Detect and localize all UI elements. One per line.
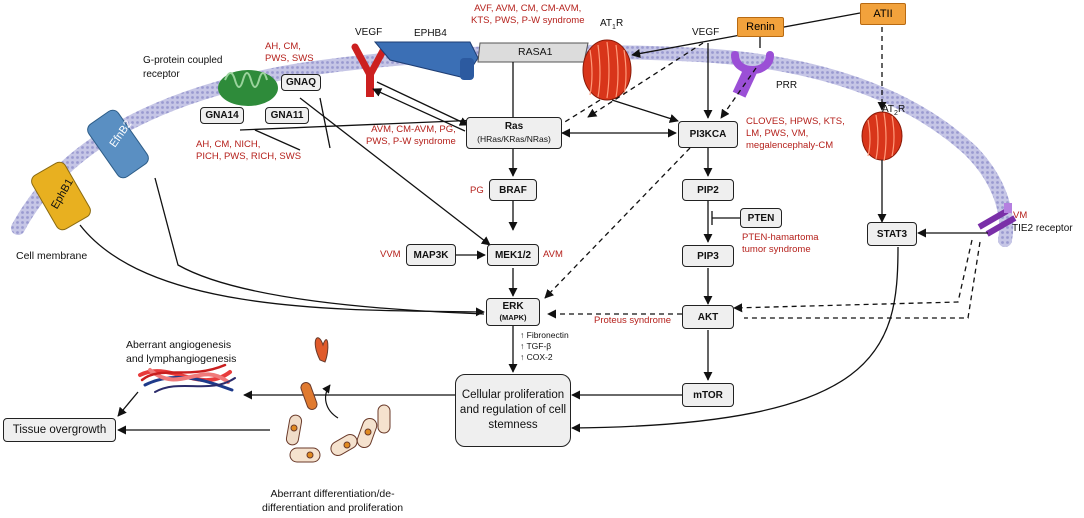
erk-node: ERK (MAPK) (486, 298, 540, 326)
cell-lineage-shapes (285, 337, 391, 463)
gna14-node: GNA14 (200, 107, 244, 124)
at1r-label: AT1R (600, 18, 624, 31)
at2r-receptor (861, 111, 903, 161)
cellular-line-1: Cellular proliferation (461, 389, 565, 401)
angiogenesis-label: Aberrant angiogenesis and lymphangiogene… (126, 339, 237, 365)
gpcr-shape (218, 70, 278, 106)
map3k-diseases: VVM (380, 249, 401, 260)
pi3kca-node: PI3KCA (678, 121, 738, 148)
tissue-overgrowth-node: Tissue overgrowth (3, 418, 116, 442)
vegf-left-label: VEGF (355, 27, 383, 38)
ephb1-receptor (31, 161, 91, 231)
rasa1-label: RASA1 (518, 46, 553, 58)
ephb4-diseases: AVF, AVM, CM, CM-AVM,KTS, PWS, P-W syndr… (471, 3, 585, 26)
vegf-left-shape (351, 43, 389, 97)
gnaq-diseases: AH, CM,PWS, SWS (265, 41, 314, 64)
erk-targets: ↑ Fibronectin ↑ TGF-β ↑ COX-2 (520, 330, 569, 362)
fibronectin-label: Fibronectin (526, 330, 569, 340)
cell-membrane-label: Cell membrane (16, 250, 88, 262)
prr-receptor (731, 51, 774, 98)
erk-name: ERK (502, 301, 524, 312)
at2r-label: AT2R (882, 104, 906, 117)
erk-subtitle: (MAPK) (499, 313, 527, 322)
differentiation-label: Aberrant differentiation/de- differentia… (262, 488, 404, 514)
gna11-node: GNA11 (265, 107, 309, 124)
renin-box: Renin (737, 17, 784, 37)
tgfb-label: TGF-β (526, 341, 552, 351)
pten-node: PTEN (740, 208, 782, 228)
mtor-node: mTOR (682, 383, 734, 407)
at1r-receptor (582, 39, 632, 101)
proteus-disease: Proteus syndrome (594, 315, 672, 326)
ras-node: Ras (HRas/KRas/NRas) (466, 117, 562, 149)
prr-label: PRR (776, 80, 798, 91)
braf-diseases: PG (470, 185, 484, 196)
tie2-receptor-shape (977, 203, 1017, 237)
ras-diseases: AVM, CM-AVM, PG,PWS, P-W syndrome (366, 124, 456, 147)
akt-node: AKT (682, 305, 734, 329)
mek-diseases: AVM (543, 249, 563, 260)
efnb2-ligand (87, 109, 149, 179)
cellular-line-2: and regulation of cell (459, 404, 567, 416)
mek-node: MEK1/2 (487, 244, 539, 266)
ras-subtypes: (HRas/KRas/NRas) (477, 134, 551, 144)
ras-name: Ras (504, 121, 524, 132)
pip2-node: PIP2 (682, 179, 734, 201)
cellular-line-3: stemness (488, 419, 538, 431)
vegf-right-label: VEGF (692, 27, 720, 38)
braf-node: BRAF (489, 179, 537, 201)
tie2-label: TIE2 receptor (1012, 223, 1073, 234)
pip3-node: PIP3 (682, 245, 734, 267)
map3k-node: MAP3K (406, 244, 456, 266)
gpcr-label: G-protein coupled receptor (143, 55, 223, 80)
cox2-label: COX-2 (526, 352, 553, 362)
pi3k-diseases: CLOVES, HPWS, KTS,LM, PWS, VM,megalencep… (746, 116, 845, 151)
tie2-disease: VM (1013, 210, 1028, 221)
gna-diseases: AH, CM, NICH,PICH, PWS, RICH, SWS (196, 139, 302, 162)
stat3-node: STAT3 (867, 222, 917, 246)
ephb4-label: EPHB4 (414, 28, 447, 39)
atii-box: ATII (860, 3, 906, 25)
gnaq-node: GNAQ (281, 74, 321, 91)
vessel-tangle (138, 363, 236, 393)
cellular-proliferation-node: Cellular proliferation and regulation of… (455, 374, 571, 447)
